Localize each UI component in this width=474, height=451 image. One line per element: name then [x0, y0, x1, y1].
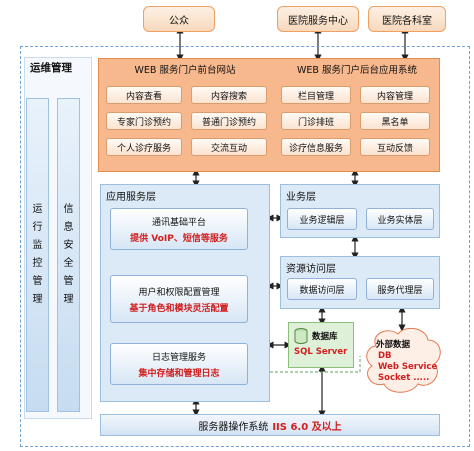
ops-col2-char: 理 [63, 294, 74, 305]
app-service-desc: 提供 VoIP、短信等服务 [130, 233, 228, 244]
back-portal-title: WEB 服务门户后台应用系统 [297, 65, 417, 76]
ops-title: 运维管理 [30, 62, 72, 74]
ops-col1-char: 管 [32, 276, 43, 287]
database-label: 数据库 [312, 332, 338, 342]
server-os-label: 服务器操作系统 [198, 421, 269, 433]
back-item: 内容管理 [360, 86, 430, 104]
ops-monitor-column: 运 行 监 控 管 理 [26, 98, 49, 412]
ops-security-column: 信 息 安 全 管 理 [57, 98, 80, 412]
database-icon [294, 328, 308, 348]
ops-col1-char: 行 [32, 222, 43, 233]
system-frame [20, 46, 470, 447]
back-item: 诊疗信息服务 [281, 138, 351, 156]
app-service-box: 日志管理服务 集中存储和管理日志 [110, 343, 248, 385]
external-line: Socket ..... [378, 373, 430, 383]
biz-item: 业务逻辑层 [287, 208, 357, 230]
ops-col2-char: 信 [63, 204, 74, 215]
front-item: 内容搜索 [191, 86, 267, 104]
front-item: 普通门诊预约 [191, 112, 267, 130]
back-item: 门诊排班 [281, 112, 351, 130]
app-service-desc: 基于角色和模块灵活配置 [129, 303, 229, 314]
public-box: 公众 [143, 6, 215, 32]
app-layer-title: 应用服务层 [106, 192, 156, 203]
ops-col1-char: 理 [32, 294, 43, 305]
biz-item: 业务实体层 [366, 208, 434, 230]
res-item: 服务代理层 [366, 278, 434, 300]
app-service-name: 用户和权限配置管理 [138, 287, 220, 298]
front-item: 专家门诊预约 [106, 112, 182, 130]
res-layer-title: 资源访问层 [286, 264, 336, 275]
app-service-name: 通讯基础平台 [151, 217, 206, 228]
back-item: 黑名单 [360, 112, 430, 130]
server-os-detail: IIS 6.0 及以上 [272, 421, 342, 433]
hospital-center-label: 医院服务中心 [288, 15, 348, 27]
ops-col2-char: 息 [63, 222, 74, 233]
front-item: 交流互动 [191, 138, 267, 156]
app-service-desc: 集中存储和管理日志 [138, 368, 220, 379]
app-service-name: 日志管理服务 [151, 352, 206, 363]
external-data-cloud [364, 326, 444, 396]
ops-col1-char: 运 [32, 204, 43, 215]
server-os-bar: 服务器操作系统 IIS 6.0 及以上 [100, 414, 440, 436]
public-label: 公众 [169, 15, 189, 27]
back-item: 互动反馈 [360, 138, 430, 156]
front-item: 个人诊疗服务 [106, 138, 182, 156]
external-data-title: 外部数据 [376, 340, 411, 350]
database-type: SQL Server [294, 347, 348, 357]
external-line: Web Service [378, 362, 438, 372]
hospital-depts-box: 医院各科室 [368, 6, 446, 32]
ops-col1-char: 监 [32, 240, 43, 251]
ops-col2-char: 安 [63, 240, 74, 251]
front-portal-title: WEB 服务门户前台网站 [134, 65, 236, 76]
biz-layer-title: 业务层 [286, 192, 316, 203]
back-item: 栏目管理 [281, 86, 351, 104]
ops-col1-char: 控 [32, 258, 43, 269]
hospital-center-box: 医院服务中心 [277, 6, 359, 32]
external-line: DB [378, 351, 392, 361]
ops-col2-char: 管 [63, 276, 74, 287]
db-ext-dashed-link [270, 356, 361, 373]
app-service-box: 用户和权限配置管理 基于角色和模块灵活配置 [110, 275, 248, 323]
res-item: 数据访问层 [287, 278, 357, 300]
front-item: 内容查看 [106, 86, 182, 104]
ops-col2-char: 全 [63, 258, 74, 269]
hospital-depts-label: 医院各科室 [382, 15, 432, 27]
app-service-box: 通讯基础平台 提供 VoIP、短信等服务 [110, 208, 248, 250]
